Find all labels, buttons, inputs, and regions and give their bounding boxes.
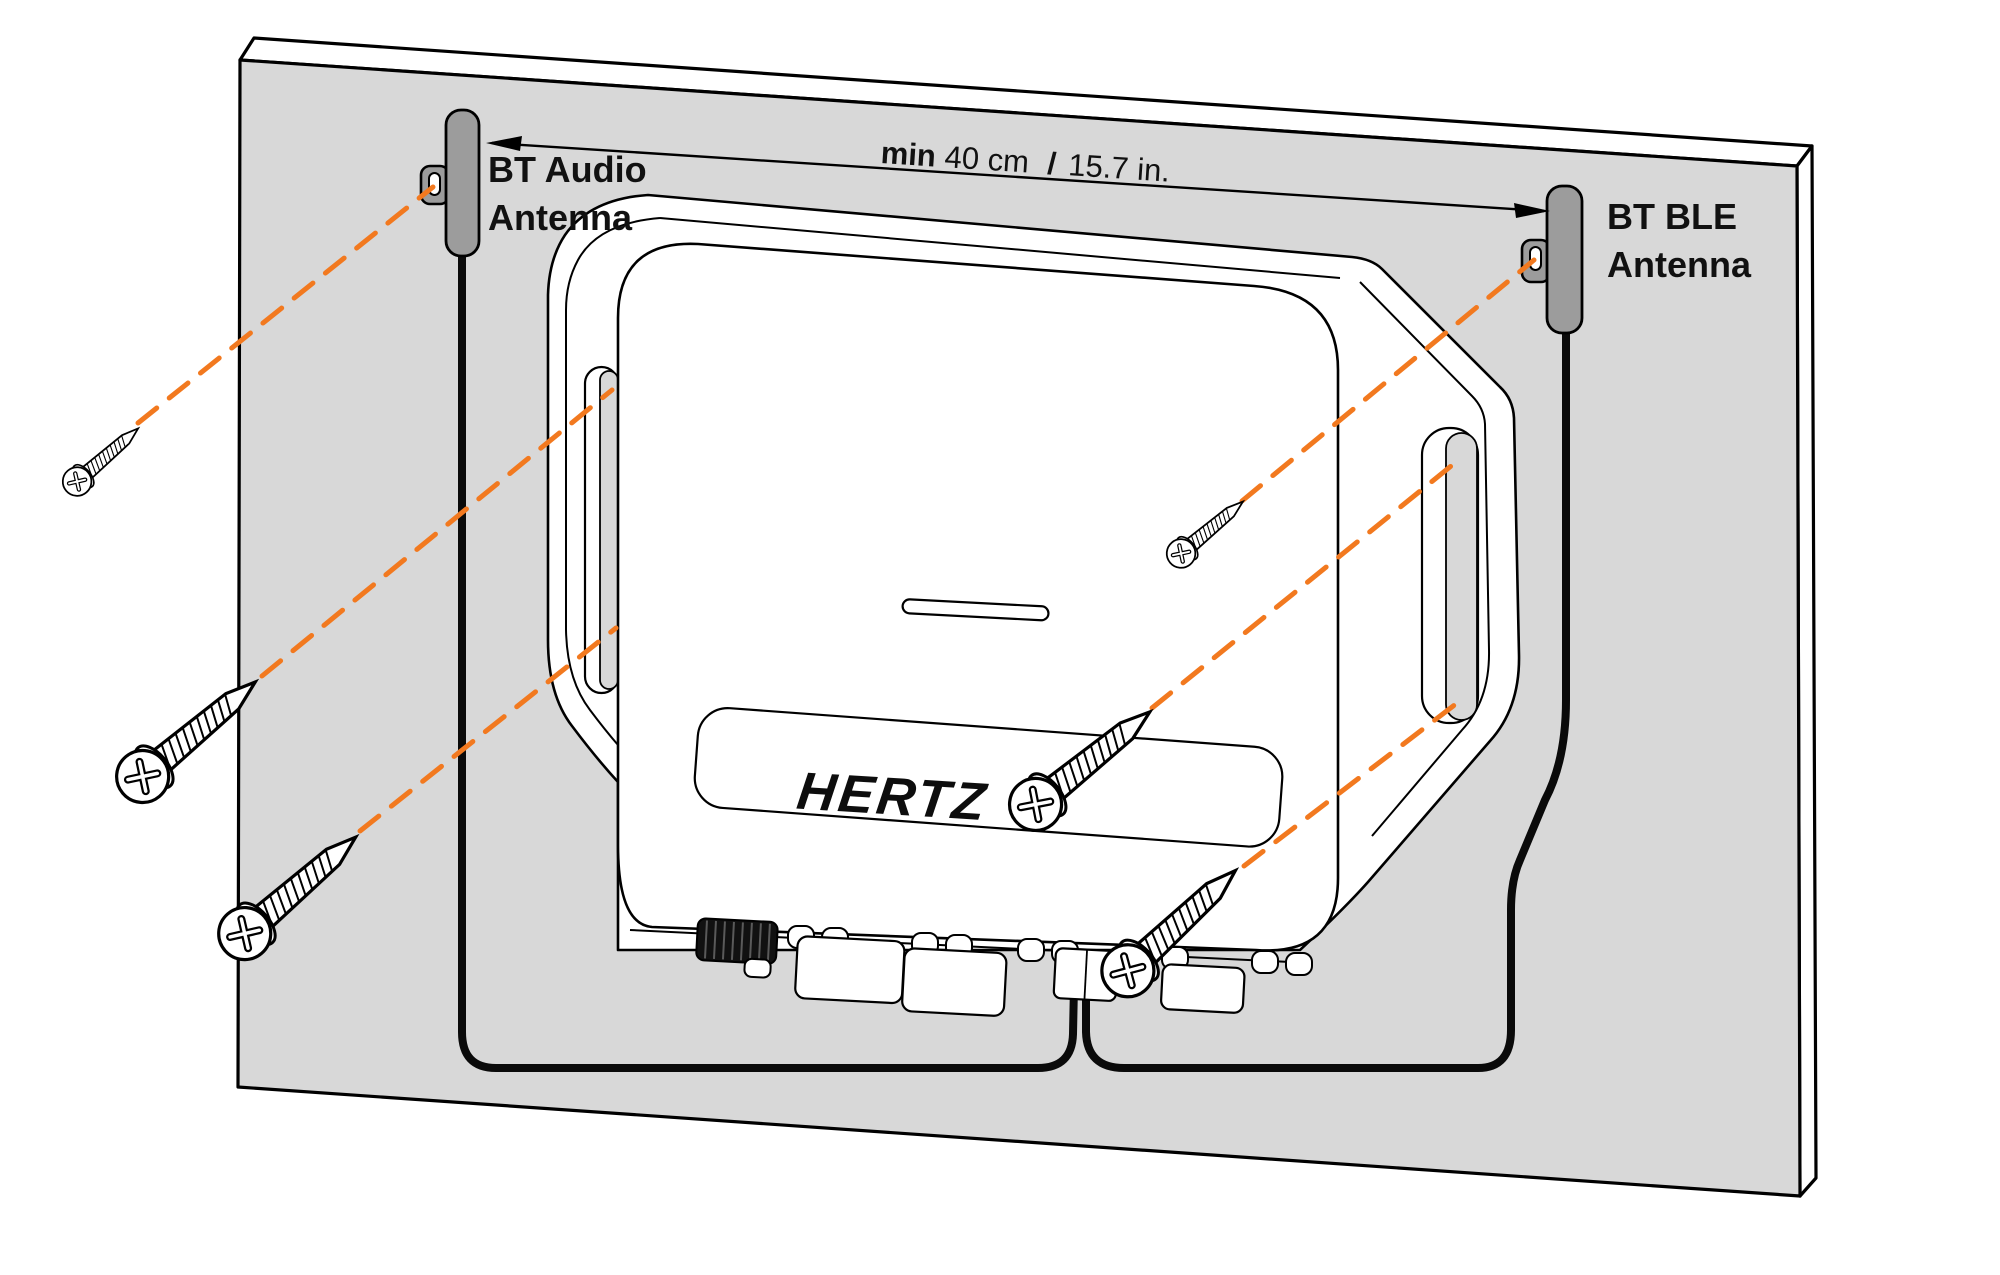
connector-block-2 bbox=[901, 947, 1008, 1017]
alignment-line-screw6-to-right-slot-bottom bbox=[1241, 697, 1464, 869]
svg-text:/: / bbox=[1046, 146, 1057, 182]
connector-nub bbox=[1285, 952, 1313, 976]
shell-inner-contour-top bbox=[659, 217, 1341, 279]
alignment-line-screw4-to-ble-bracket bbox=[1239, 257, 1537, 504]
dimension-line bbox=[491, 141, 1545, 213]
connector-block-3 bbox=[1160, 963, 1246, 1014]
amplifier-device: HERTZ bbox=[458, 193, 1570, 1072]
bt-ble-antenna bbox=[1520, 184, 1584, 335]
brand-plate bbox=[693, 707, 1284, 848]
bt-audio-antenna-body bbox=[444, 108, 481, 258]
dimension-arrowhead-left-icon bbox=[486, 136, 522, 151]
connector-row bbox=[695, 917, 1313, 1017]
connector-nub bbox=[1017, 938, 1045, 962]
alignment-line-screw1-to-audio-bracket bbox=[135, 184, 436, 426]
alignment-line-screw5-to-right-slot-top bbox=[1149, 455, 1464, 711]
status-led-slit bbox=[901, 598, 1050, 622]
dimension-text: min 40 cm / 15.7 in. bbox=[880, 135, 1171, 189]
alignment-line-screw2-to-left-slot-top bbox=[259, 387, 615, 679]
cable-gland bbox=[695, 917, 779, 979]
antenna-cable-right bbox=[1082, 330, 1570, 1072]
right-mounting-slot bbox=[1420, 426, 1480, 725]
brand-logo-text: HERTZ bbox=[794, 762, 992, 832]
svg-text:min: min bbox=[880, 135, 937, 173]
svg-text:BT Audio: BT Audio bbox=[488, 149, 647, 190]
dimension-annotation: min 40 cm / 15.7 in. bbox=[486, 135, 1550, 218]
bt-ble-antenna-body bbox=[1545, 184, 1584, 335]
antenna-cable-left bbox=[458, 252, 1078, 1072]
svg-text:40 cm: 40 cm bbox=[944, 139, 1031, 179]
alignment-line-screw3-to-left-slot-bottom bbox=[357, 625, 619, 834]
dimension-arrowhead-right-icon bbox=[1514, 203, 1550, 218]
mounting-screw-1-icon bbox=[57, 418, 148, 502]
svg-text:15.7 in.: 15.7 in. bbox=[1067, 147, 1171, 188]
bt-audio-antenna-label: BT Audio Antenna bbox=[488, 149, 647, 238]
shell-inner-contour-left bbox=[565, 217, 661, 746]
svg-text:Antenna: Antenna bbox=[1607, 244, 1752, 285]
left-mounting-slot bbox=[583, 365, 620, 695]
svg-text:Antenna: Antenna bbox=[488, 197, 633, 238]
connector-block-1 bbox=[794, 935, 906, 1005]
bt-ble-antenna-label: BT BLE Antenna bbox=[1607, 196, 1752, 285]
svg-text:BT BLE: BT BLE bbox=[1607, 196, 1737, 237]
connector-nub bbox=[1251, 950, 1279, 974]
